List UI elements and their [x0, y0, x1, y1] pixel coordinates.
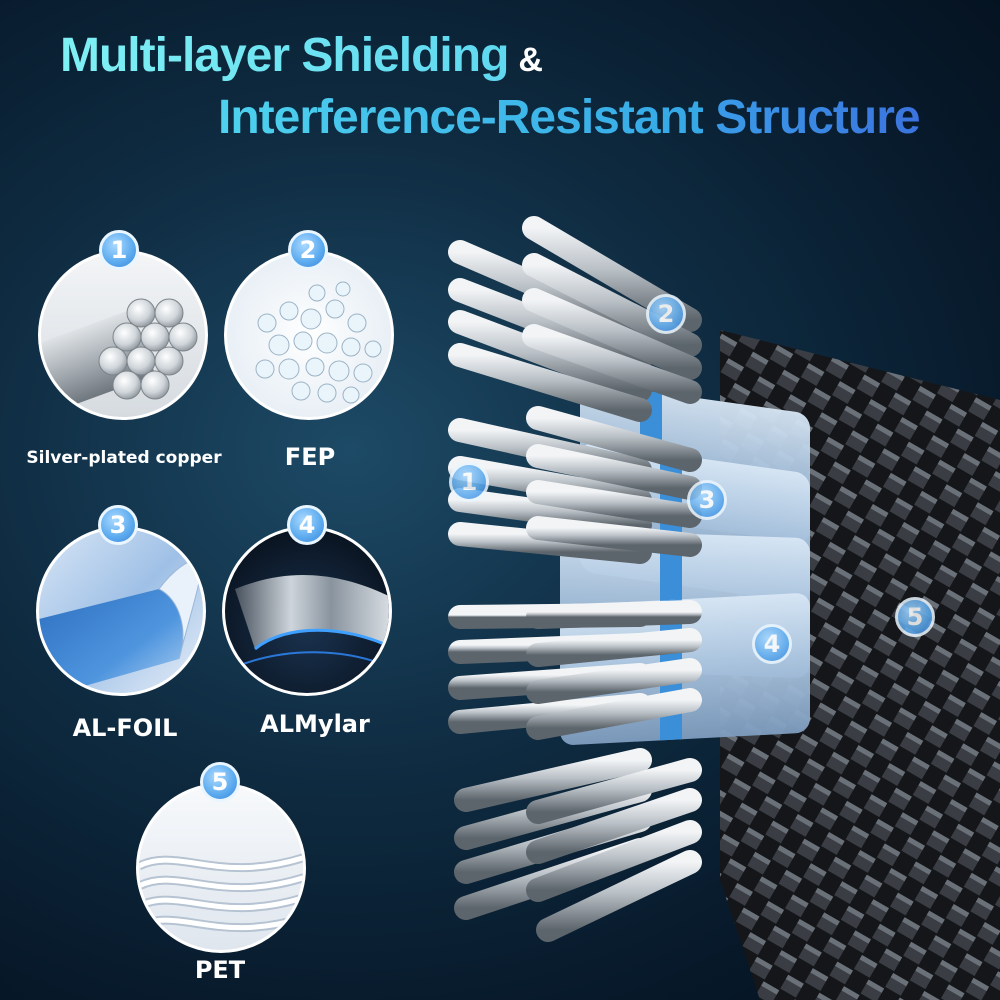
material-badge-1: 1	[99, 230, 139, 270]
cable-callout-2: 2	[646, 294, 686, 334]
material-badge-5: 5	[200, 762, 240, 802]
cable-callout-1: 1	[449, 462, 489, 502]
fep-pellets-illustration	[255, 281, 382, 404]
material-copper-image	[38, 250, 208, 420]
cable-callout-4: 4	[752, 624, 792, 664]
title-main-2: Interference-Resistant	[218, 91, 704, 144]
material-label-copper: Silver-plated copper	[26, 448, 222, 468]
cable-callout-3: 3	[687, 480, 727, 520]
material-badge-4: 4	[287, 505, 327, 545]
title-ampersand: &	[518, 41, 543, 79]
title-line-1: Multi-layer Shielding&	[60, 28, 543, 83]
pet-weave-illustration	[139, 853, 303, 933]
material-label-alfoil: AL-FOIL	[72, 714, 178, 742]
wire-strands	[448, 216, 702, 942]
material-fep-image	[224, 250, 394, 420]
material-label-pet: PET	[194, 956, 246, 984]
title-main-1: Multi-layer Shielding	[60, 29, 509, 82]
material-badge-2: 2	[288, 230, 328, 270]
alfoil-sheet-illustration	[39, 556, 203, 693]
material-pet-image	[136, 783, 306, 953]
material-label-fep: FEP	[284, 443, 336, 471]
title-end-2: Structure	[715, 91, 920, 144]
copper-strands-illustration	[41, 298, 198, 417]
title-line-2: Interference-Resistant Structure	[218, 90, 921, 145]
material-badge-3: 3	[98, 505, 138, 545]
cable-callout-5: 5	[895, 597, 935, 637]
material-label-almylar: ALMylar	[260, 710, 370, 738]
